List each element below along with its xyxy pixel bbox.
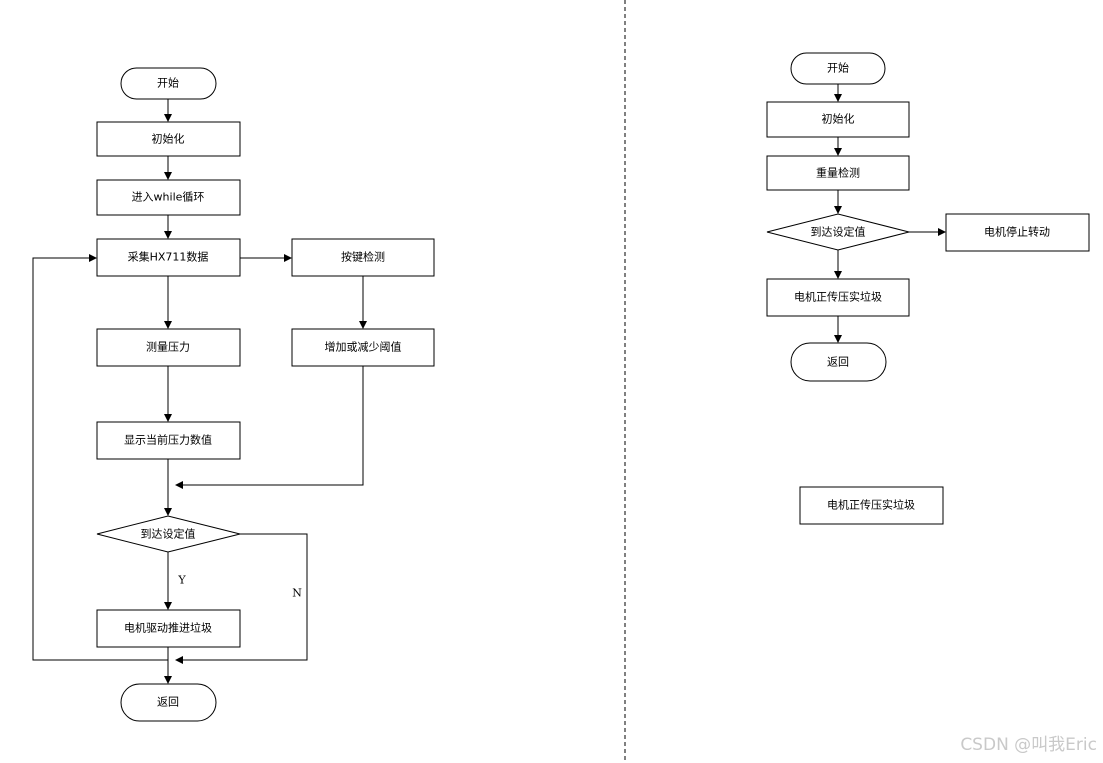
right-weigh-node [766, 155, 910, 191]
left-labels: 开始 初始化 进入while循环 采集HX711数据 按键检测 测量压力 增加或… [124, 76, 402, 709]
right-flowchart [766, 52, 1090, 525]
right-init-label: 初始化 [822, 112, 855, 126]
left-end-node [120, 683, 217, 722]
left-adjust-node [291, 328, 435, 367]
left-measure-node [96, 328, 241, 367]
left-end-label: 返回 [157, 696, 179, 709]
left-push-node [96, 609, 241, 648]
arrow-adjust-merge [175, 366, 364, 489]
left-init-label: 初始化 [152, 132, 185, 146]
left-loop-node [96, 179, 241, 216]
right-decision-label: 到达设定值 [811, 225, 866, 239]
left-push-label: 电机驱动推进垃圾 [124, 621, 212, 635]
left-connectors [32, 99, 367, 684]
extra-compress-node [799, 486, 944, 525]
left-measure-label: 测量压力 [146, 341, 190, 354]
left-yes-label: Y [177, 574, 186, 587]
left-loop-label: 进入while循环 [132, 191, 205, 204]
right-weigh-label: 重量检测 [816, 166, 860, 180]
left-flowchart [96, 67, 435, 722]
left-decision-label: 到达设定值 [141, 527, 196, 541]
left-start-label: 开始 [157, 76, 179, 90]
right-stop-node [945, 213, 1090, 252]
left-adjust-label: 增加或减少阈值 [325, 340, 402, 354]
extra-compress-label: 电机正传压实垃圾 [827, 498, 915, 512]
arrow-loop-back [32, 254, 168, 661]
right-end-label: 返回 [827, 356, 849, 369]
left-sample-label: 采集HX711数据 [128, 250, 209, 264]
right-labels: 开始 初始化 重量检测 到达设定值 电机停止转动 电机正传压实垃圾 返回 电机正… [794, 61, 1050, 512]
left-key-detect-label: 按键检测 [341, 250, 385, 264]
right-compress-node [766, 278, 910, 317]
left-display-node [96, 421, 241, 460]
left-key-detect-node [291, 238, 435, 277]
right-end-node [790, 342, 887, 382]
right-start-label: 开始 [827, 61, 849, 75]
right-stop-label: 电机停止转动 [984, 225, 1050, 239]
left-init-node [96, 121, 241, 157]
left-display-label: 显示当前压力数值 [124, 433, 212, 447]
right-compress-label: 电机正传压实垃圾 [794, 290, 882, 304]
watermark: CSDN @叫我Eric [960, 735, 1097, 755]
arrow-decision-no [175, 533, 308, 664]
left-no-label: N [292, 587, 302, 600]
right-connectors [834, 84, 946, 343]
right-init-node [766, 101, 910, 138]
